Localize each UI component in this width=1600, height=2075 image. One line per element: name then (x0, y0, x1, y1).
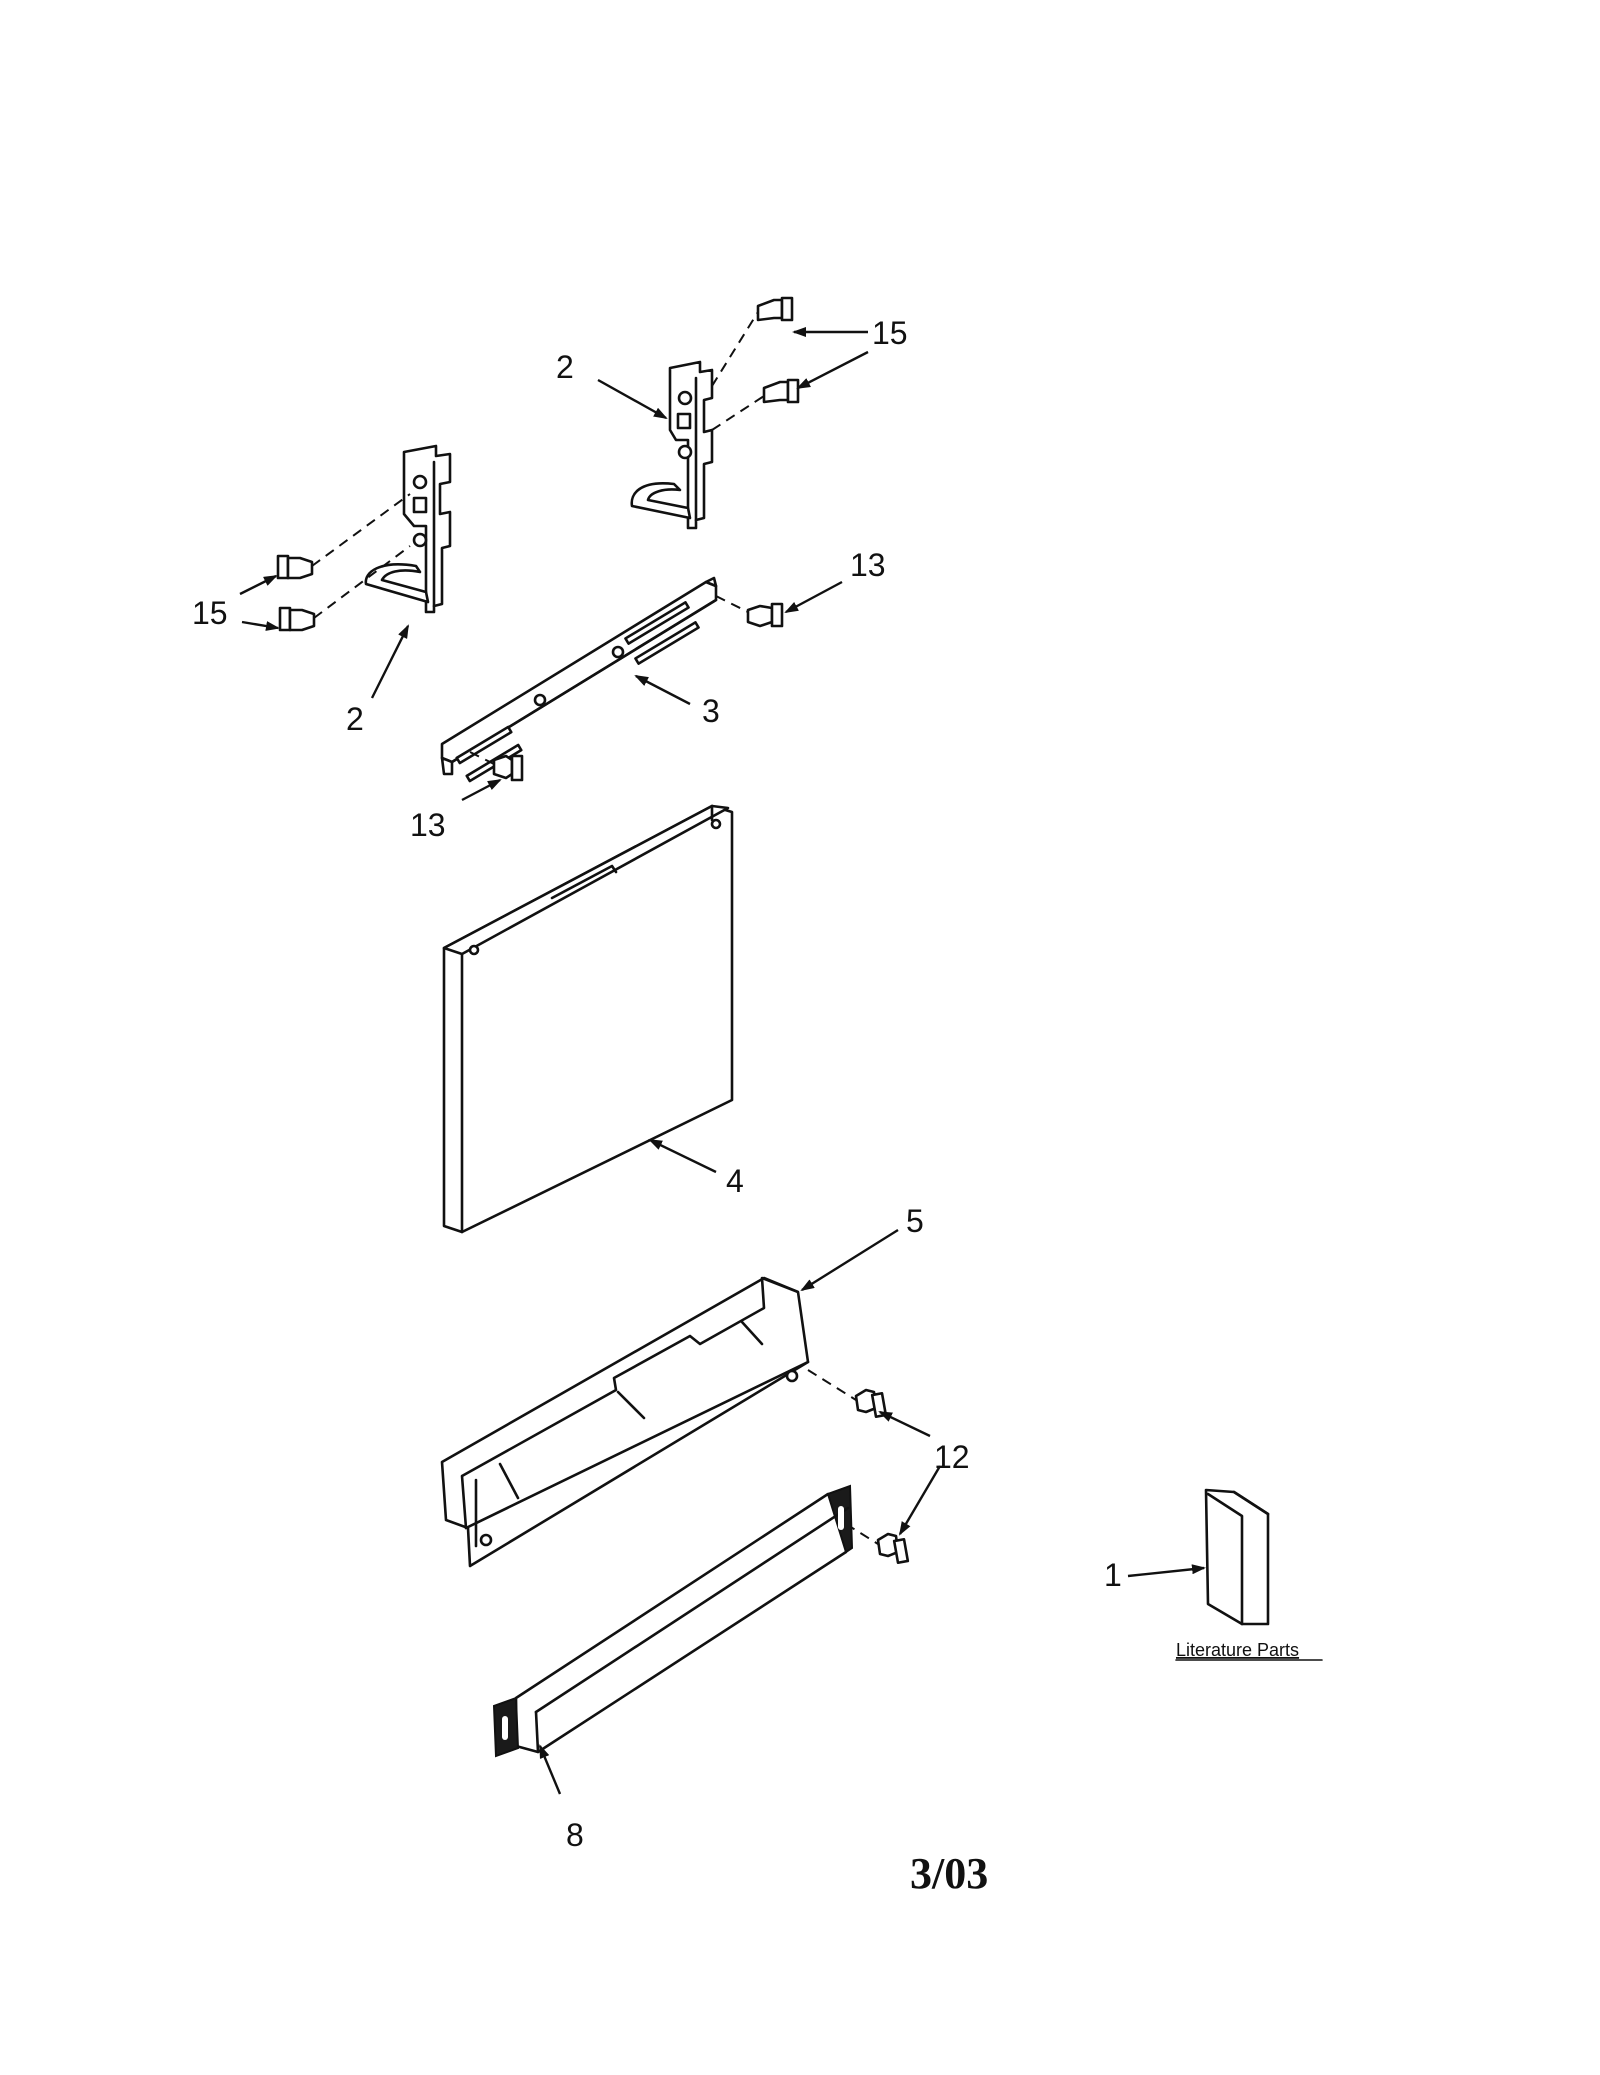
callout-3: 3 (702, 693, 720, 729)
callout-5: 5 (906, 1203, 924, 1239)
callout-12: 12 (934, 1439, 970, 1475)
literature-parts-label: Literature Parts (1176, 1640, 1299, 1660)
screw-15-upper-right (756, 296, 794, 322)
screw-13-lower (492, 754, 524, 782)
hinge-bracket-left (364, 444, 452, 614)
kick-plate (492, 1484, 854, 1758)
callout-2-left: 2 (346, 701, 364, 737)
callout-8: 8 (566, 1817, 584, 1853)
screw-15-upper-left (276, 554, 314, 580)
callout-4: 4 (726, 1163, 744, 1199)
callout-1: 1 (1104, 1557, 1122, 1593)
mounting-rail (440, 576, 718, 783)
callout-13-upper: 13 (850, 547, 886, 583)
door-panel (442, 804, 734, 1234)
callout-15-top-right: 15 (872, 315, 908, 351)
revision-date: 3/03 (910, 1849, 988, 1898)
hinge-bracket-right (630, 360, 714, 530)
toe-panel (440, 1276, 810, 1568)
literature-parts-item (1204, 1488, 1270, 1626)
screw-13-upper (746, 602, 784, 628)
screw-15-lower-right (762, 378, 800, 404)
screw-15-lower-left (278, 606, 316, 632)
callout-15-left: 15 (192, 595, 228, 631)
callout-13-lower: 13 (410, 807, 446, 843)
callout-2-right: 2 (556, 349, 574, 385)
screw-12-lower (876, 1532, 910, 1565)
